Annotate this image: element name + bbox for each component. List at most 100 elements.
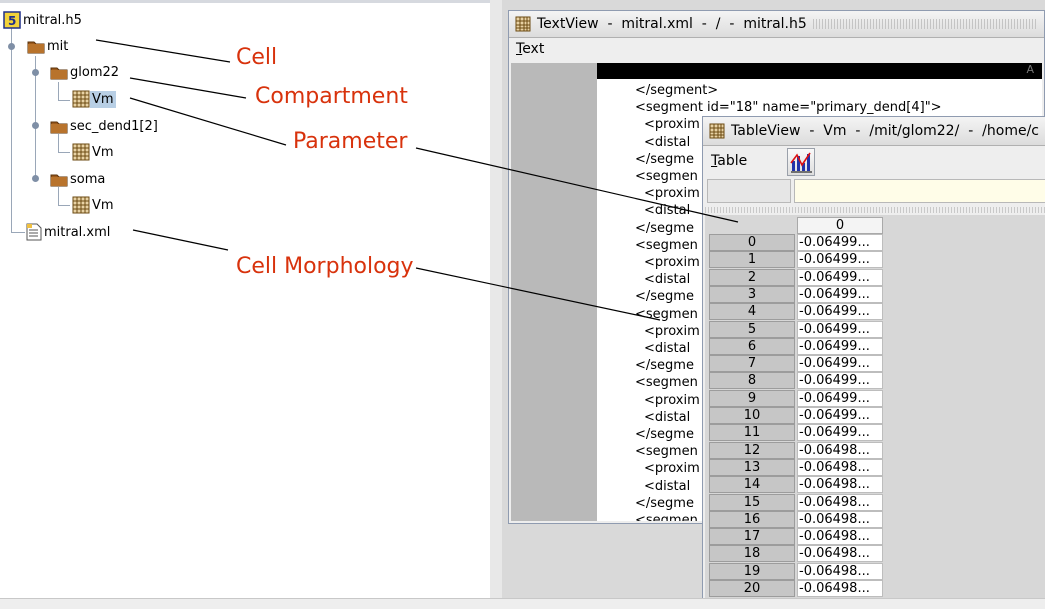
row-header[interactable]: 12 — [709, 441, 795, 459]
tree-node-mit[interactable]: mit — [27, 36, 70, 56]
tableview-titlebar[interactable]: TableView - Vm - /mit/glom22/ - /home/c — [703, 117, 1045, 146]
table-cell[interactable]: -0.06499... — [797, 251, 883, 269]
row-header[interactable]: 7 — [709, 355, 795, 373]
dataset-grid-icon — [72, 90, 90, 108]
pane-splitter[interactable] — [490, 0, 502, 600]
expand-handle-sec-dend[interactable] — [32, 122, 39, 129]
tree-node-soma[interactable]: soma — [50, 169, 107, 189]
textview-header-bar: A — [597, 63, 1042, 79]
row-header[interactable]: 18 — [709, 545, 795, 563]
tree-connector — [58, 187, 59, 205]
tree-connector — [58, 82, 59, 100]
row-header[interactable]: 20 — [709, 580, 795, 597]
row-header[interactable]: 14 — [709, 476, 795, 494]
row-header[interactable]: 5 — [709, 320, 795, 338]
table-cell[interactable]: -0.06499... — [797, 389, 883, 407]
row-header[interactable]: 0 — [709, 234, 795, 251]
annotation-parameter: Parameter — [293, 129, 408, 154]
table-cell[interactable]: -0.06499... — [797, 268, 883, 286]
tree-pane[interactable]: 5 mitral.h5 mit glom22 Vm sec_dend1[2] — [0, 0, 491, 599]
code-line: </segme — [635, 427, 694, 442]
text-file-icon — [26, 223, 42, 241]
tree-node-label: glom22 — [70, 64, 120, 80]
code-line: <distal — [644, 409, 691, 425]
tree-node-root[interactable]: 5 mitral.h5 — [3, 10, 84, 30]
row-header[interactable]: 1 — [709, 251, 795, 269]
tableview-title: TableView - Vm - /mit/glom22/ - /home/c — [731, 123, 1039, 139]
code-line: <proxim — [644, 392, 700, 408]
row-header[interactable]: 2 — [709, 268, 795, 286]
row-header[interactable]: 17 — [709, 528, 795, 546]
tree-node-sec-dend[interactable]: sec_dend1[2] — [50, 116, 160, 136]
table-cell[interactable]: -0.06499... — [797, 407, 883, 424]
code-line: </segme — [635, 289, 694, 305]
table-cell[interactable]: -0.06499... — [797, 372, 883, 390]
table-grid-icon — [515, 16, 531, 32]
table-grid-icon — [709, 123, 725, 139]
column-header-0[interactable]: 0 — [797, 217, 883, 234]
expand-handle-mit[interactable] — [8, 43, 15, 50]
code-line: <segmen — [635, 513, 698, 521]
table-cell[interactable]: -0.06499... — [797, 234, 883, 251]
cell-address-field — [707, 179, 791, 203]
tree-node-glom22[interactable]: glom22 — [50, 62, 121, 82]
expand-handle-soma[interactable] — [32, 175, 39, 182]
code-line: <segmen — [635, 306, 698, 322]
code-line: <distal — [644, 478, 691, 494]
menu-table[interactable]: Table — [711, 153, 748, 169]
tree-node-vm-glom22[interactable]: Vm — [72, 89, 116, 109]
tree-node-vm-soma[interactable]: Vm — [72, 195, 116, 215]
cell-value-field[interactable] — [794, 179, 1045, 203]
svg-text:5: 5 — [8, 14, 16, 28]
row-header[interactable]: 4 — [709, 303, 795, 321]
tree-node-label: Vm — [92, 197, 114, 213]
folder-icon — [27, 41, 45, 54]
row-header[interactable]: 13 — [709, 458, 795, 476]
table-cell[interactable]: -0.06499... — [797, 303, 883, 321]
row-header[interactable]: 19 — [709, 562, 795, 580]
expand-handle-glom22[interactable] — [32, 69, 39, 76]
table-cell[interactable]: -0.06498... — [797, 493, 883, 511]
titlebar-grip — [812, 19, 1038, 29]
row-header[interactable]: 15 — [709, 493, 795, 511]
table-cell[interactable]: -0.06498... — [797, 528, 883, 546]
row-header[interactable]: 10 — [709, 407, 795, 424]
tree-node-vm-sec-dend[interactable]: Vm — [72, 142, 116, 162]
tree-connector — [11, 28, 12, 232]
table-cell[interactable]: -0.06498... — [797, 510, 883, 528]
annotation-cell-morphology: Cell Morphology — [236, 254, 414, 279]
code-line: <segmen — [635, 375, 698, 391]
row-header[interactable]: 16 — [709, 510, 795, 528]
row-header[interactable]: 9 — [709, 389, 795, 407]
table-cell[interactable]: -0.06498... — [797, 562, 883, 580]
table-cell[interactable]: -0.06499... — [797, 320, 883, 338]
annotation-compartment: Compartment — [255, 84, 408, 109]
table-cell[interactable]: -0.06498... — [797, 441, 883, 459]
code-line: <proxim — [644, 186, 700, 202]
tableview-window[interactable]: TableView - Vm - /mit/glom22/ - /home/c … — [702, 116, 1045, 601]
tree-node-mitral-xml[interactable]: mitral.xml — [26, 222, 112, 242]
row-header[interactable]: 8 — [709, 372, 795, 390]
menu-text[interactable]: Text — [516, 41, 545, 57]
table-cell[interactable]: -0.06499... — [797, 337, 883, 355]
row-header[interactable]: 11 — [709, 424, 795, 442]
tree-connector — [58, 134, 59, 152]
code-line: <proxim — [644, 255, 700, 270]
table-cell[interactable]: -0.06498... — [797, 476, 883, 494]
code-line: <distal — [644, 272, 691, 288]
table-grid[interactable]: 0 0-0.06499...1-0.06499...2-0.06499...3-… — [705, 215, 1045, 601]
table-cell[interactable]: -0.06499... — [797, 424, 883, 442]
table-cell[interactable]: -0.06498... — [797, 580, 883, 597]
table-cell[interactable]: -0.06499... — [797, 285, 883, 303]
annotation-cell: Cell — [236, 45, 278, 70]
code-line: <proxim — [644, 461, 700, 477]
table-cell[interactable]: -0.06498... — [797, 458, 883, 476]
chart-button[interactable] — [787, 148, 815, 176]
tree-connector — [58, 205, 70, 206]
row-header[interactable]: 3 — [709, 285, 795, 303]
textview-titlebar[interactable]: TextView - mitral.xml - / - mitral.h5 — [509, 11, 1044, 38]
row-header[interactable]: 6 — [709, 337, 795, 355]
table-cell[interactable]: -0.06498... — [797, 545, 883, 563]
table-cell[interactable]: -0.06499... — [797, 355, 883, 373]
status-strip — [0, 598, 1045, 609]
